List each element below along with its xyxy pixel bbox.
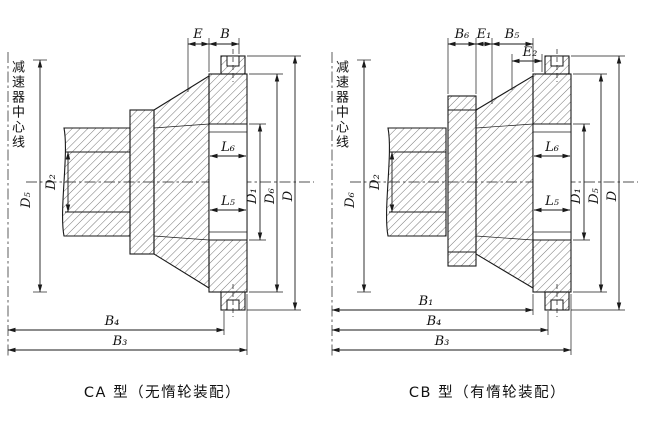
dim-b1-b4-b3: B₁ B₄ B₃ [331,294,572,355]
cone-hub-section [153,75,210,289]
dim-b4-b3: B₄ B₃ [7,294,248,355]
dim-diameters-right: D₁ D₅ D [569,55,625,311]
dim-label-b4: B₄ [104,314,120,329]
dim-label-b5: B₅ [504,27,521,42]
dim-label-b1: B₁ [418,294,434,309]
caption-cb-type: CB 型（有惰轮装配） [408,385,567,401]
dim-e-b: E B [187,27,240,92]
dim-label-l6: L₆ [220,140,235,155]
cone-hub-section [475,75,534,289]
flange-section [532,49,572,317]
dim-label-e: E [192,27,203,42]
dim-label-b: B [219,27,230,42]
dim-label-d2: D₂ [44,174,59,191]
reducer-centerline-label: 减速器中心线 [333,60,348,150]
idler-gear-section [447,95,477,267]
dim-label-b3: B₃ [434,334,450,349]
cb-type-drawing: D₆ D₂ L₆ L₅ B₆ E₁ B₅ E₂ [331,27,638,358]
dim-label-d2: D₂ [368,174,383,191]
dim-d5: D₅ [19,59,47,293]
dim-label-e1: E₁ [476,27,492,42]
dim-label-b4: B₄ [426,314,442,329]
flange-bore [532,123,572,241]
dim-label-l5: L₅ [544,194,560,209]
dim-label-b3: B₃ [112,334,128,349]
dim-label-l6: L₆ [544,140,559,155]
caption-ca-type: CA 型（无惰轮装配） [83,385,242,401]
dim-top-row: B₆ E₁ B₅ E₂ [447,27,543,104]
ca-type-drawing: D₅ D₂ L₆ L₅ E B D₁ [7,27,314,358]
shaft-section [386,127,447,237]
flange-bore [208,123,248,241]
dim-label-d: D [605,190,620,202]
dim-l6-l5: L₆ L₅ [209,140,247,213]
dim-label-d: D [281,190,296,202]
dim-label-d1: D₁ [569,188,584,205]
reducer-centerline-label: 减速器中心线 [9,60,24,150]
dim-label-b6: B₆ [454,27,470,42]
dim-label-d1: D₁ [245,188,260,205]
dim-label-d5: D₅ [19,191,34,208]
dim-diameters-right: D₁ D₆ D [245,55,301,311]
dim-d2: D₂ [368,151,395,213]
dim-d6: D₆ [343,59,371,293]
dim-d2: D₂ [44,151,71,213]
dim-label-d5: D₅ [587,187,602,204]
flange-section [208,49,248,317]
dim-label-e2: E₂ [522,45,538,60]
shaft-section [62,127,131,237]
dim-label-d6: D₆ [263,188,278,205]
hub-collar-section [129,109,155,255]
dim-l6-l5: L₆ L₅ [533,140,571,213]
dim-label-l5: L₅ [220,194,236,209]
dim-label-d6: D₆ [343,192,358,209]
